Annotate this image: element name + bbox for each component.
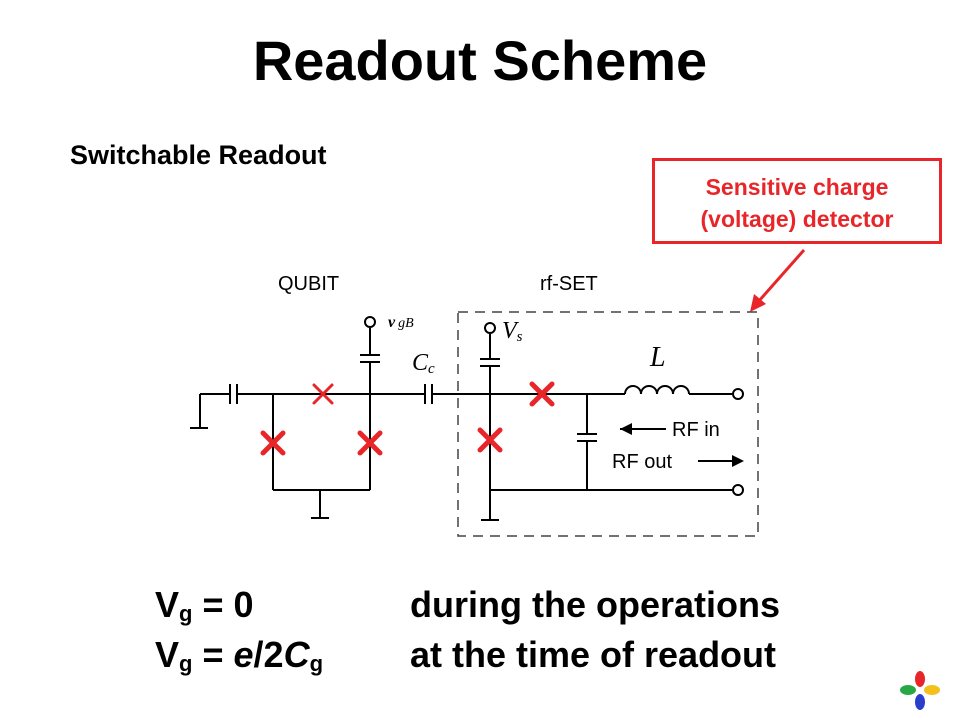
rf-out-label: RF out bbox=[612, 451, 672, 473]
junction-qubit-top bbox=[312, 383, 334, 405]
callout-line-1: Sensitive charge bbox=[705, 174, 889, 200]
junction-set-top bbox=[529, 381, 555, 407]
junction-qubit-right bbox=[357, 430, 383, 456]
equation-row-2: Vg = e/2Cg bbox=[155, 634, 323, 676]
rf-in-arrow: RF in bbox=[620, 419, 720, 441]
inductor-label: L bbox=[649, 342, 666, 373]
josephson-junctions bbox=[260, 381, 555, 456]
equation-note-1: during the operations bbox=[410, 584, 781, 625]
eq2-e: e bbox=[233, 634, 254, 675]
callout-line-2: (voltage) detector bbox=[700, 206, 894, 232]
eq2-sub: g bbox=[179, 651, 193, 676]
rfset-label: rf-SET bbox=[540, 273, 598, 295]
eq1-rhs: = 0 bbox=[192, 584, 254, 625]
equation-row-1: Vg = 0 bbox=[155, 584, 254, 626]
detector-callout-box: Sensitive charge (voltage) detector bbox=[652, 158, 942, 244]
four-dots-nav-icon[interactable] bbox=[900, 671, 940, 710]
eq1-sub: g bbox=[179, 601, 193, 626]
rfset-dashed-box bbox=[457, 311, 759, 537]
terminal-dots bbox=[364, 316, 744, 496]
cc-label: Cc bbox=[412, 350, 435, 377]
eq2-c: C bbox=[283, 634, 310, 675]
page-subtitle: Switchable Readout bbox=[70, 140, 327, 170]
eq2-mid: /2 bbox=[253, 634, 284, 675]
rf-out-arrow: RF out bbox=[612, 451, 744, 473]
eq2-var: V bbox=[155, 634, 180, 675]
page-title: Readout Scheme bbox=[252, 29, 708, 92]
junction-set-bottom bbox=[477, 427, 503, 453]
eq2-c-sub: g bbox=[309, 651, 324, 676]
equation-note-2: at the time of readout bbox=[410, 634, 777, 675]
qubit-label: QUBIT bbox=[278, 273, 339, 295]
rf-in-label: RF in bbox=[672, 419, 720, 441]
eq1-var: V bbox=[155, 584, 180, 625]
callout-arrow bbox=[750, 249, 806, 312]
junction-qubit-left bbox=[260, 430, 286, 456]
vs-label: Vs bbox=[502, 318, 523, 345]
eq2-rhs-pre: = bbox=[192, 634, 234, 675]
